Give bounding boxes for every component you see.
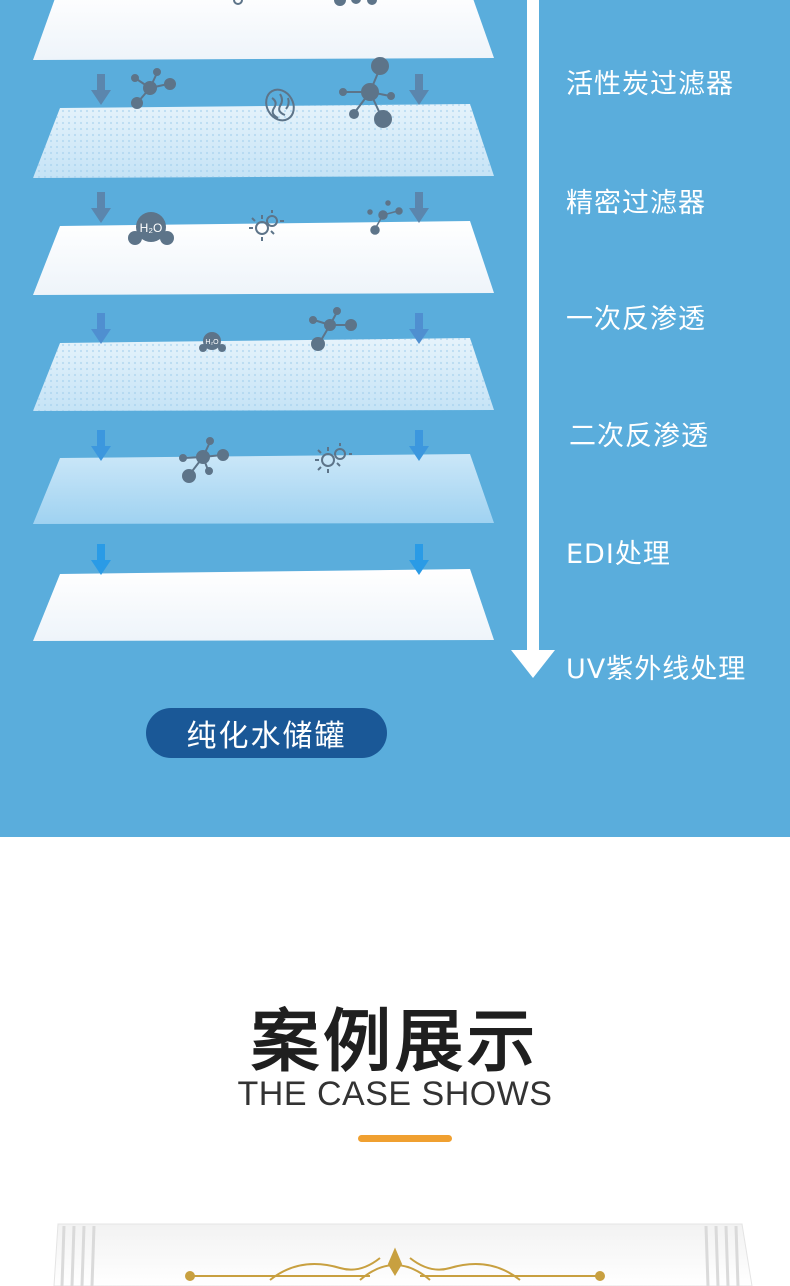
step-label-uv: UV紫外线处理 — [566, 654, 747, 685]
case-section-subtitle: THE CASE SHOWS — [237, 1075, 553, 1113]
down-arrow-icon — [409, 74, 429, 105]
down-arrow-icon — [91, 74, 111, 105]
svg-text:H₂O: H₂O — [205, 339, 219, 346]
molecule-icon — [309, 307, 357, 351]
flow-arrows — [91, 74, 429, 575]
particle-cluster-icon — [233, 0, 377, 6]
down-arrow-icon — [409, 430, 429, 461]
molecule-icon — [339, 57, 395, 128]
water-molecule-icon: H₂O — [199, 332, 226, 352]
gold-ornament-icon — [185, 1247, 605, 1281]
purified-water-tank-label: 纯化水储罐 — [146, 708, 387, 758]
step-label-precision-filter: 精密过滤器 — [566, 188, 706, 219]
step-label-activated-carbon: 活性炭过滤器 — [566, 69, 734, 100]
particle-dots-icon — [367, 200, 403, 235]
product-packet-image — [53, 1223, 753, 1286]
down-arrow-icon — [91, 544, 111, 575]
down-arrow-icon — [91, 192, 111, 223]
down-arrow-icon — [91, 313, 111, 344]
step-label-first-ro: 一次反渗透 — [566, 304, 706, 335]
down-arrow-icon — [409, 192, 429, 223]
filter-layer-3 — [33, 221, 494, 295]
filtration-diagram: H₂O H₂O — [0, 0, 790, 837]
packet-seal-right — [704, 1225, 740, 1286]
down-arrow-icon — [91, 430, 111, 461]
molecule-icon — [179, 437, 229, 483]
filter-layer-6 — [33, 569, 494, 641]
molecule-icon — [131, 68, 176, 109]
filter-layer-5 — [33, 454, 494, 524]
filter-layer-1 — [33, 0, 494, 60]
down-arrow-icon — [409, 313, 429, 344]
virus-icon — [315, 443, 352, 473]
virus-icon — [249, 210, 284, 241]
bacteria-icon — [265, 88, 295, 122]
title-underline — [358, 1135, 452, 1142]
case-section-title: 案例展示 — [250, 1003, 539, 1082]
filter-layers-illustration: H₂O H₂O — [33, 0, 555, 678]
process-flow-arrow — [511, 0, 555, 678]
step-label-edi: EDI处理 — [566, 539, 671, 570]
water-molecule-icon: H₂O — [128, 212, 174, 245]
step-label-second-ro: 二次反渗透 — [569, 421, 709, 452]
packet-seal-left — [60, 1225, 96, 1286]
down-arrow-icon — [409, 544, 429, 575]
svg-text:H₂O: H₂O — [140, 221, 163, 235]
